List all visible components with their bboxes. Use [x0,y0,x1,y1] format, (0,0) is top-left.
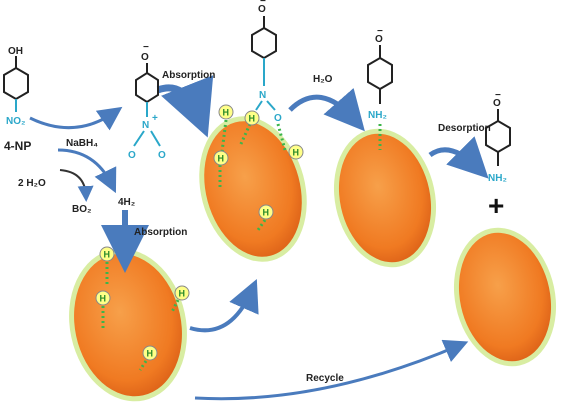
oh-label: OH [8,46,23,57]
particle-reduced [333,128,437,268]
svg-text:O: O [274,113,282,124]
svg-text:H: H [147,349,154,359]
svg-text:O: O [128,150,136,161]
svg-text:H: H [293,148,300,158]
h2o-label: H₂O [313,74,333,85]
absorption-mid-label: Absorption [134,227,187,238]
particle-absorption [199,116,307,262]
svg-text:−: − [495,90,501,101]
svg-text:H: H [223,108,230,118]
4-nitrophenol-molecule [3,56,29,112]
arrow-absorption-top [156,75,214,138]
recycle-label: Recycle [306,373,344,384]
aminophenolate-adsorbed: O − NH₂ [367,26,393,121]
svg-text:H: H [263,208,270,218]
plus-sign: + [488,190,504,221]
svg-text:H: H [179,289,186,299]
svg-text:H: H [104,250,111,260]
svg-text:N: N [142,120,149,131]
svg-text:NH₂: NH₂ [368,110,387,121]
svg-text:O: O [258,4,266,15]
arrow-recycle [194,339,469,401]
nitrophenolate-ion: O − N + O O [128,42,166,161]
4np-label: 4-NP [4,139,31,153]
svg-text:NH₂: NH₂ [488,173,507,184]
arrow-h2o [288,88,365,132]
hydrogen-atoms: H H H H H H H H H [95,104,382,371]
nabh4-label: NaBH₄ [66,138,98,149]
svg-text:O: O [158,150,166,161]
2h2o-label: 2 H₂O [18,178,46,189]
svg-text:−: − [260,0,266,7]
adsorbed-nitrophenolate: O − N O O [248,0,282,124]
svg-text:−: − [377,26,383,37]
svg-text:O: O [141,52,149,63]
svg-text:N: N [259,90,266,101]
svg-text:H: H [100,294,107,304]
arrow-nabh4 [57,148,117,194]
desorption-label: Desorption [438,123,491,134]
particle-recycled [453,227,557,367]
svg-text:−: − [143,42,149,53]
particle-hydrogen [69,248,187,402]
bo2-label: BO₂ [72,204,91,215]
svg-text:O: O [375,34,383,45]
aminophenolate-free: O − NH₂ [485,90,511,184]
4h2-label: 4H₂ [118,197,135,208]
absorption-top-label: Absorption [162,70,215,81]
arrow-desorption [428,136,489,179]
arrow-bo2 [59,169,94,202]
svg-text:H: H [218,154,225,164]
svg-text:+: + [152,113,158,124]
svg-text:O: O [493,98,501,109]
no2-label: NO₂ [6,116,25,127]
arrow-4np-to-ion [29,106,123,131]
arrow-hydrogen-to-particle [189,279,259,333]
svg-text:H: H [249,114,256,124]
